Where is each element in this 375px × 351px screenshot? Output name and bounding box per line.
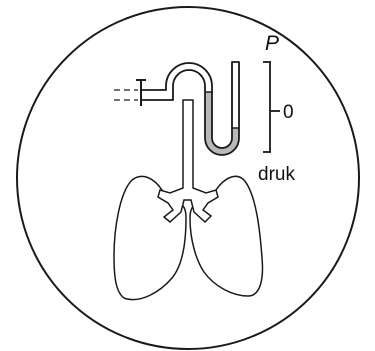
pressure-symbol-label: P [265, 32, 279, 55]
pressure-word-label: druk [258, 164, 295, 185]
zero-mark-label: 0 [283, 102, 294, 123]
